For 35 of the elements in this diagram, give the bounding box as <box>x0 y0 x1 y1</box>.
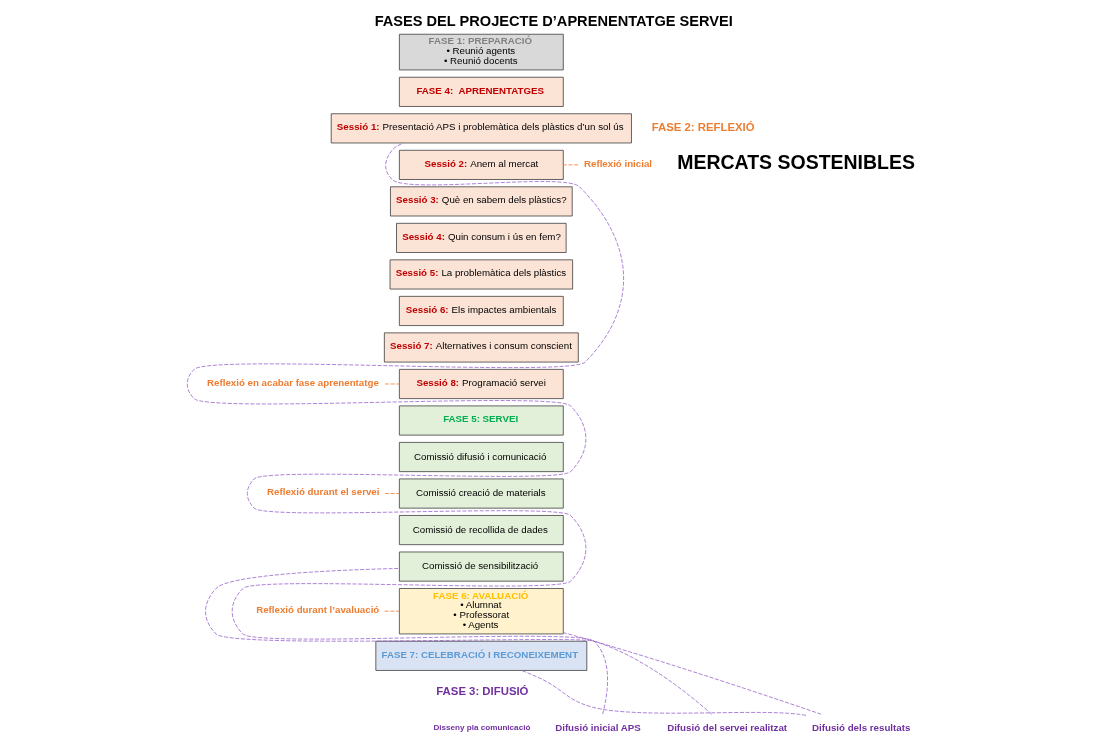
node-box: Comissió difusió i comunicació <box>398 442 564 473</box>
node-box: FASE 6: AVALUACIÓ • Alumnat • Professorat • Agents <box>398 588 564 635</box>
label: MERCATS SOSTENIBLES <box>676 151 915 174</box>
node-box: Sessió 5: La problemàtica dels plàstics <box>389 259 573 290</box>
label: Disseny pla comunicació <box>432 723 530 733</box>
connector <box>383 610 399 612</box>
label: FASE 2: REFLEXIÓ <box>651 120 755 133</box>
node-box: Sessió 7: Alternatives i consum conscient <box>383 332 579 363</box>
node-text: Difusió inicial APS <box>554 721 641 733</box>
connector <box>562 164 579 166</box>
node-box: Comissió de recollida de dades <box>398 515 564 546</box>
node-text: Reflexió en acabar fase aprenentatge <box>206 376 379 388</box>
node-box: FASE 4: APRENENTATGES <box>398 76 564 107</box>
diagram-title: FASES DEL PROJECTE D’APRENENTATGE SERVEI <box>374 12 733 29</box>
node-box: Sessió 1: Presentació APS i problemàtica dels plàstics d’un sol ús <box>330 113 632 144</box>
node-text: Difusió dels resultats <box>811 721 910 733</box>
node-text: Reflexió durant el servei <box>266 486 379 498</box>
node-text: Difusió del servei realitzat <box>666 721 787 733</box>
node-box: Sessió 4: Quin consum i ús en fem? <box>395 222 567 253</box>
node-box: Sessió 8: Programació servei <box>398 369 564 399</box>
node-box: FASE 1: PREPARACIÓ • Reunió agents • Reunió docents <box>398 33 564 71</box>
node-text: Reflexió inicial <box>583 157 652 169</box>
node-box: Sessió 6: Els impactes ambientals <box>398 295 564 326</box>
node-box: Sessió 3: Què en sabem dels plàstics? <box>389 186 573 217</box>
node-box: FASE 7: CELEBRACIÓ I RECONEIXEMENT <box>374 640 587 671</box>
node-box: Comissió de sensibilització <box>398 551 564 582</box>
node-box: Sessió 2: Anem al mercat <box>398 149 564 180</box>
connector <box>384 493 400 494</box>
node-box: FASE 5: SERVEI <box>398 405 564 436</box>
connector <box>186 142 624 715</box>
label: FASE 3: DIFUSIÓ <box>435 684 528 697</box>
node-box: Comissió creació de materials <box>398 478 564 509</box>
node-text: Reflexió durant l’avaluació <box>255 603 379 615</box>
connector <box>204 568 712 715</box>
connector <box>562 632 821 715</box>
